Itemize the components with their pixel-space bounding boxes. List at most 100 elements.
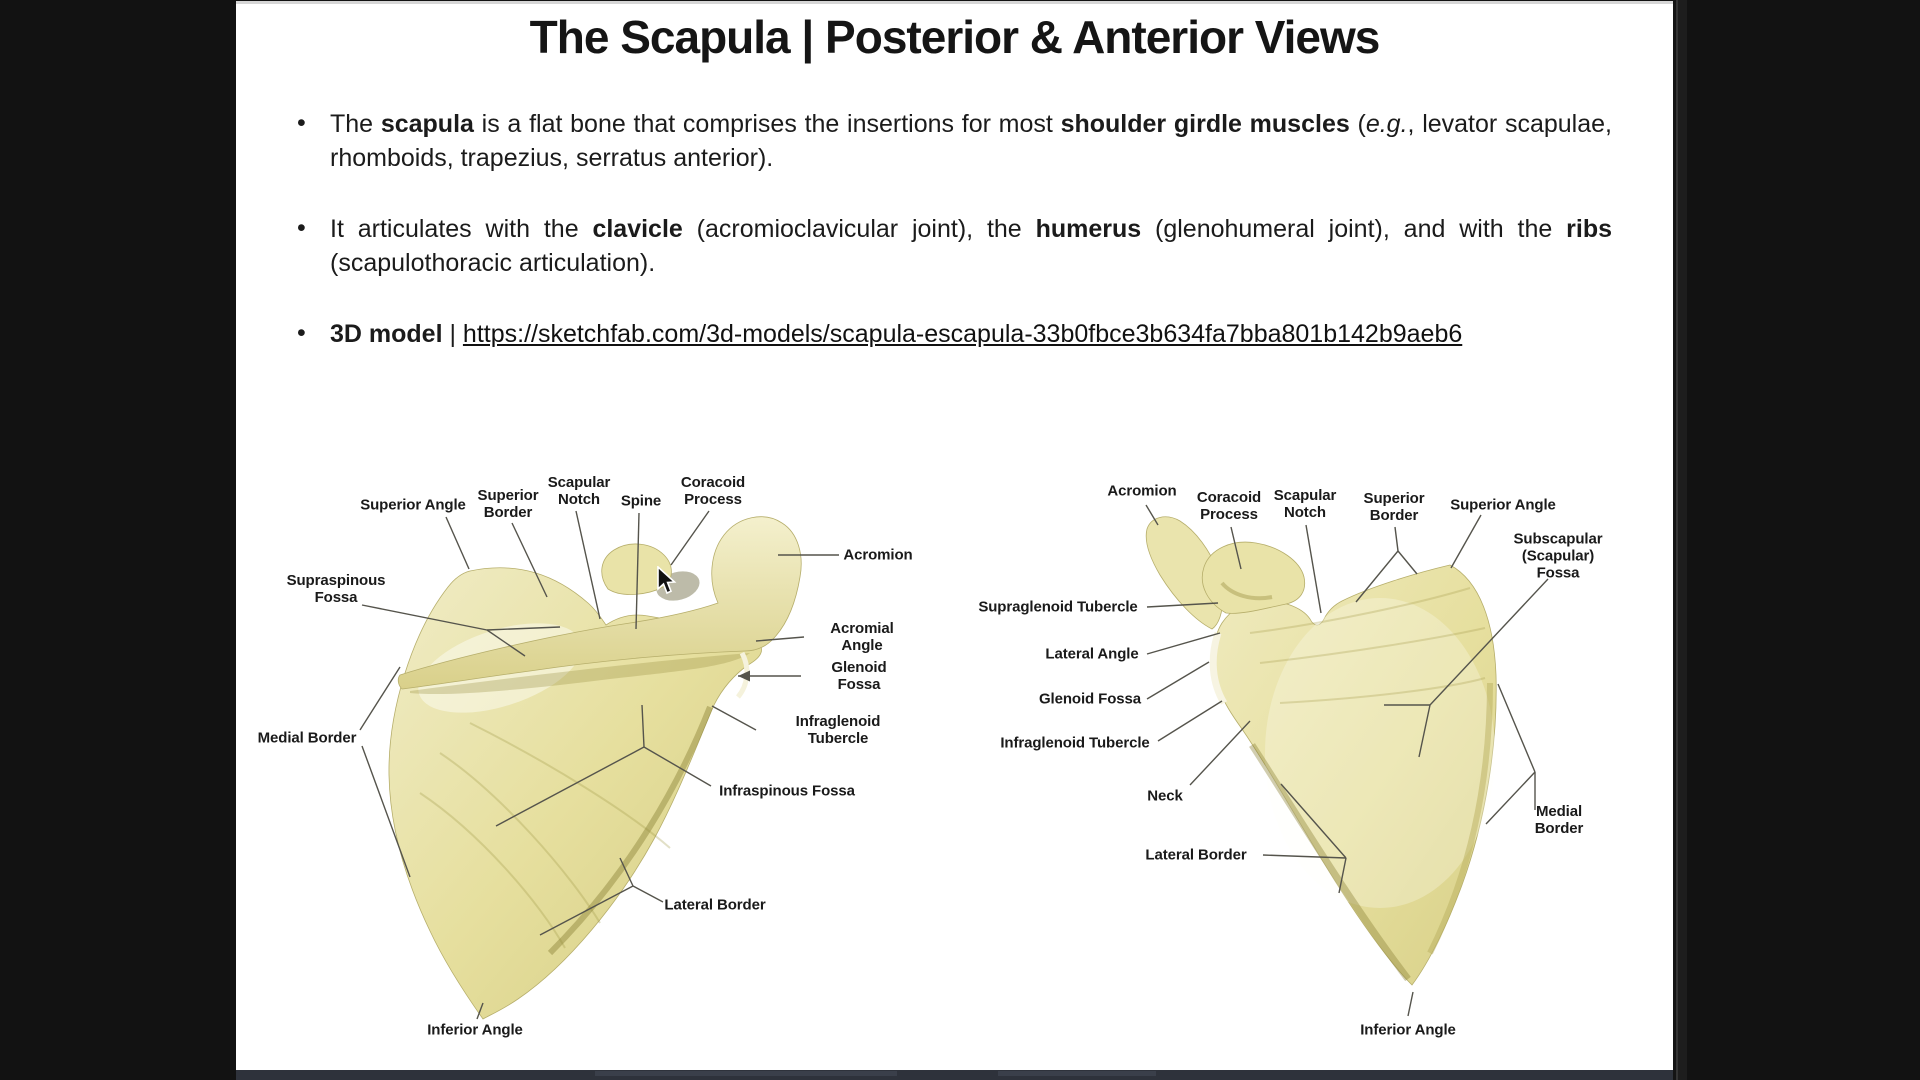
slide: The Scapula | Posterior & Anterior Views… — [236, 0, 1673, 1080]
leader-line — [1146, 632, 1221, 655]
anterior-acromion — [1145, 516, 1224, 630]
text-segment: is a flat bone that comprises the insert… — [473, 110, 1061, 138]
anatomy-label-lateral-angle: Lateral Angle — [1045, 645, 1139, 663]
leader-line — [670, 510, 710, 566]
anatomy-label-scapular-notch: Scapular Notch — [1273, 487, 1337, 521]
sketchfab-link[interactable]: https://sketchfab.com/3d-models/scapula-… — [462, 320, 1463, 348]
leader-line — [511, 522, 548, 598]
anatomy-label-subscapular-fossa: Subscapular (Scapular) Fossa — [1513, 530, 1603, 582]
leader-line — [495, 746, 645, 827]
bullet-list: •The scapula is a flat bone that compris… — [297, 107, 1612, 351]
coracoid-curl-shade — [1220, 581, 1273, 601]
leader-line — [711, 705, 757, 731]
posterior-scapula-illustration — [359, 510, 839, 1020]
anatomy-label-coracoid-process: Coracoid Process — [1196, 489, 1262, 523]
text-segment: ribs — [1566, 215, 1612, 243]
text-segment: It articulates with the — [330, 215, 593, 243]
anatomy-label-medial-border: Medial Border — [257, 729, 357, 747]
text-segment: humerus — [1035, 215, 1142, 243]
bullet-marker: • — [297, 319, 306, 347]
leader-line — [619, 857, 634, 887]
text-segment: (scapulothoracic articulation). — [330, 249, 656, 277]
leader-line — [361, 604, 488, 631]
leader-line — [1305, 524, 1322, 614]
text-segment: The — [330, 110, 381, 138]
slide-title: The Scapula | Posterior & Anterior Views — [529, 11, 1381, 63]
text-segment: (glenohumeral joint), and with the — [1141, 215, 1567, 243]
medial-border-shade — [1427, 682, 1493, 955]
anatomy-label-lateral-border: Lateral Border — [664, 896, 766, 914]
arrowhead-icon — [738, 670, 750, 682]
leader-line — [1497, 683, 1536, 773]
anatomy-label-infraspinous-fossa: Infraspinous Fossa — [719, 782, 855, 800]
anatomy-label-superior-border: Superior Border — [477, 487, 539, 521]
anatomy-label-scapular-notch: Scapular Notch — [547, 474, 611, 508]
leader-line — [1230, 526, 1242, 570]
leader-line — [1485, 771, 1536, 825]
anatomy-label-infraglenoid-tubercle: Infraglenoid Tubercle — [1000, 734, 1150, 752]
leader-line — [1418, 704, 1431, 758]
anatomy-label-superior-angle: Superior Angle — [360, 496, 466, 514]
leader-line — [632, 885, 664, 903]
leader-line — [1146, 661, 1210, 700]
anatomy-label-spine: Spine — [620, 492, 662, 510]
anterior-scapula-illustration — [1145, 504, 1549, 1017]
leader-line — [1145, 504, 1159, 526]
leader-line — [643, 746, 712, 787]
bottom-bar — [236, 1070, 1673, 1080]
anatomy-label-coracoid-process: Coracoid Process — [680, 474, 746, 508]
leader-line — [1394, 526, 1399, 552]
bone-texture — [1249, 587, 1486, 704]
anatomy-label-glenoid-fossa: Glenoid Fossa — [831, 659, 887, 693]
leader-line — [1338, 857, 1347, 894]
anatomy-label-inferior-angle: Inferior Angle — [1360, 1021, 1456, 1039]
leader-line — [1189, 720, 1251, 786]
text-segment: clavicle — [592, 215, 683, 243]
anatomy-label-acromion: Acromion — [843, 546, 913, 564]
leader-line — [1407, 991, 1414, 1017]
leader-line — [476, 1002, 484, 1020]
bullet-marker: • — [297, 109, 306, 137]
bullet-item: •The scapula is a flat bone that compris… — [297, 107, 1612, 175]
mouse-cursor — [657, 566, 677, 595]
anatomy-label-acromion: Acromion — [1107, 482, 1177, 500]
leader-line — [1262, 854, 1347, 859]
anatomy-label-supraglenoid-tubercle: Supraglenoid Tubercle — [978, 598, 1138, 616]
anatomy-label-glenoid-fossa: Glenoid Fossa — [1038, 690, 1142, 708]
spine-shadow — [410, 653, 750, 695]
text-segment: e.g. — [1365, 110, 1408, 138]
leader-line — [635, 512, 640, 630]
text-segment: , levator scapulae, rhomboids, trapezius… — [330, 110, 1612, 172]
anterior-coracoid — [1201, 541, 1306, 614]
leader-line — [1397, 550, 1418, 575]
leader-line — [575, 510, 601, 620]
right-bezel — [1673, 0, 1687, 1080]
anatomy-label-infraglenoid-tubercle: Infraglenoid Tubercle — [795, 713, 881, 747]
anatomy-label-superior-border: Superior Border — [1363, 490, 1425, 524]
leader-line — [486, 626, 561, 631]
subscapular-highlight — [1265, 598, 1495, 908]
leader-line — [641, 704, 645, 748]
bullet-marker: • — [297, 214, 306, 242]
anatomy-label-medial-border: Medial Border — [1534, 803, 1584, 837]
text-segment: shoulder girdle muscles — [1060, 110, 1350, 138]
bottom-bar-segment — [997, 1071, 1156, 1076]
leader-line — [1157, 700, 1223, 742]
text-segment: (acromioclavicular joint), the — [682, 215, 1036, 243]
glenoid-rim — [1209, 631, 1228, 705]
lateral-border-shade — [547, 705, 713, 956]
text-segment: | — [442, 320, 463, 348]
text-segment: ( — [1349, 110, 1366, 138]
leader-line — [1450, 514, 1482, 569]
slide-background: The Scapula | Posterior & Anterior Views… — [236, 1, 1673, 1070]
anatomy-label-supraspinous-fossa: Supraspinous Fossa — [286, 572, 386, 606]
leader-line — [539, 885, 634, 936]
anatomy-label-neck: Neck — [1147, 787, 1183, 805]
leader-line — [445, 516, 470, 570]
leader-line — [1146, 602, 1219, 608]
leader-line — [755, 636, 805, 642]
anatomy-label-superior-angle: Superior Angle — [1450, 496, 1556, 514]
